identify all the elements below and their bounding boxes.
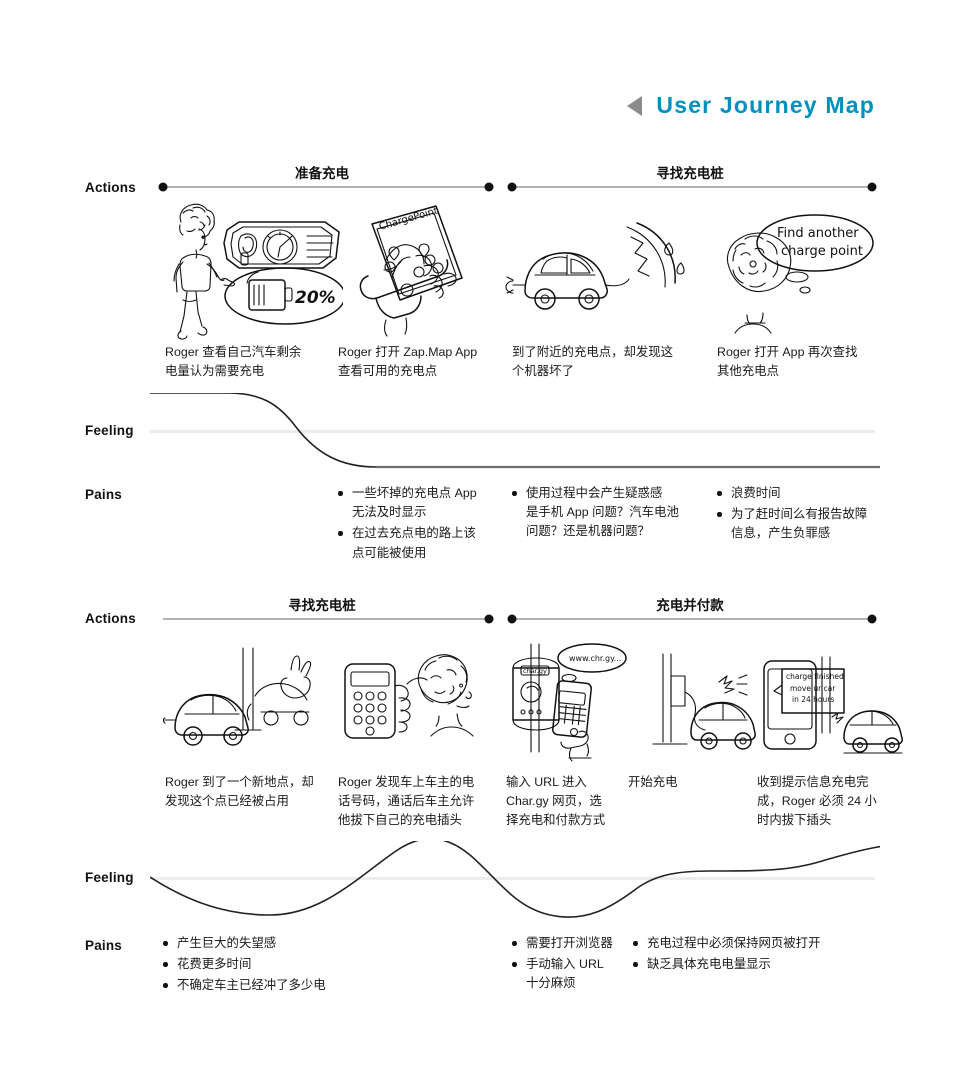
illustration-person-checking-dashboard: 20% bbox=[163, 200, 343, 340]
timeline-dot-r1-start bbox=[158, 182, 168, 192]
pain-item: 手动输入 URL 十分麻烦 bbox=[512, 955, 622, 993]
feeling-curve-1 bbox=[150, 392, 950, 488]
pain-column-r2-c3: 需要打开浏览器 手动输入 URL 十分麻烦 bbox=[512, 934, 622, 996]
illustration-phone-notification-charge-finished: charge finished move ur car in 24 hours bbox=[760, 655, 910, 767]
feeling-curve-2 bbox=[149, 837, 951, 936]
timeline-dot-r2-p1-end bbox=[484, 614, 494, 624]
pain-item: 花费更多时间 bbox=[163, 955, 383, 974]
pain-item: 充电过程中必须保持网页被打开 bbox=[633, 934, 883, 953]
pain-item: 需要打开浏览器 bbox=[512, 934, 622, 953]
step-caption-r2-s1: Roger 到了一个新地点，却 发现这个点已经被占用 bbox=[165, 775, 314, 809]
row-label-actions-2: Actions bbox=[85, 611, 136, 626]
timeline-dot-r1-p1-end bbox=[484, 182, 494, 192]
pain-item: 产生巨大的失望感 bbox=[163, 934, 383, 953]
page-header: User Journey Map bbox=[627, 92, 875, 119]
phase-title-r2-p2: 充电并付款 bbox=[656, 598, 724, 613]
timeline-r1-p2 bbox=[512, 186, 873, 188]
timeline-dot-r1-p2-start bbox=[507, 182, 517, 192]
illustration-thinking-find-another-charge-point: Find another charge point bbox=[705, 205, 880, 335]
page-title: User Journey Map bbox=[656, 92, 875, 118]
step-caption-r1-s2: Roger 打开 Zap.Map App 查看可用的充电点 bbox=[338, 345, 478, 379]
illustration-typing-url-at-charge-post: char.gy www.chr.gy... bbox=[495, 640, 630, 765]
pain-item: 不确定车主已经冲了多少电 bbox=[163, 976, 383, 995]
phase-title-r1-p1: 准备充电 bbox=[295, 166, 349, 181]
row-label-pains-2: Pains bbox=[85, 938, 123, 953]
pain-item: 浪费时间 bbox=[717, 484, 892, 503]
row-label-feeling-2: Feeling bbox=[85, 870, 134, 885]
row-label-actions-1: Actions bbox=[85, 180, 136, 195]
feeling-baseline-2 bbox=[150, 877, 875, 880]
pain-item: 缺乏具体充电电量显示 bbox=[633, 955, 883, 974]
phase-title-r2-p1: 寻找充电桩 bbox=[288, 598, 356, 613]
step-caption-r2-s5: 收到提示信息充电完 成，Roger 必须 24 小 时内拔下插头 bbox=[757, 775, 877, 828]
pain-item: 使用过程中会产生疑惑感 是手机 App 问题？汽车电池 问题？还是机器问题？ bbox=[512, 484, 697, 542]
pain-column-r1-c4: 浪费时间 为了赶时间么有报告故障 信息，产生负罪感 bbox=[717, 484, 892, 546]
battery-percent-label: 20% bbox=[295, 288, 336, 308]
illustration-calling-owner bbox=[335, 640, 495, 760]
timeline-dot-r1-end bbox=[867, 182, 877, 192]
feeling-baseline-1 bbox=[150, 430, 875, 433]
illustration-car-charging bbox=[645, 648, 760, 763]
chargepoint-label: ChargePoint bbox=[378, 206, 439, 233]
row-label-pains-1: Pains bbox=[85, 487, 123, 502]
notify-line-3: in 24 hours bbox=[792, 695, 834, 704]
row-label-feeling-1: Feeling bbox=[85, 423, 134, 438]
pain-column-r2-c1: 产生巨大的失望感 花费更多时间 不确定车主已经冲了多少电 bbox=[163, 934, 383, 998]
charge-post-label: char.gy bbox=[523, 667, 547, 675]
step-caption-r1-s4: Roger 打开 App 再次查找 其他充电点 bbox=[717, 345, 858, 379]
illustration-car-at-occupied-charge-point bbox=[163, 640, 338, 760]
pain-item: 在过去充点电的路上该 点可能被使用 bbox=[338, 524, 503, 562]
step-caption-r1-s3: 到了附近的充电点，却发现这 个机器坏了 bbox=[512, 345, 674, 379]
notify-line-1: charge finished bbox=[786, 672, 844, 681]
step-caption-r2-s3: 输入 URL 进入 Char.gy 网页，选 择充电和付款方式 bbox=[506, 775, 606, 828]
step-caption-r1-s1: Roger 查看自己汽车剩余 电量认为需要充电 bbox=[165, 345, 302, 379]
step-caption-r2-s2: Roger 发现车上车主的电 话号码，通话后车主允许 他拔下自己的充电插头 bbox=[338, 775, 475, 828]
back-triangle-icon[interactable] bbox=[627, 95, 643, 116]
pain-column-r2-c4: 充电过程中必须保持网页被打开 缺乏具体充电电量显示 bbox=[633, 934, 883, 976]
timeline-r2-p2 bbox=[512, 618, 873, 620]
timeline-dot-r2-p2-start bbox=[507, 614, 517, 624]
step-caption-r2-s4: 开始充电 bbox=[628, 775, 678, 789]
timeline-dot-r2-end bbox=[867, 614, 877, 624]
phase-title-r1-p2: 寻找充电桩 bbox=[656, 166, 724, 181]
url-bubble-text: www.chr.gy... bbox=[569, 654, 621, 663]
timeline-r1-p1 bbox=[163, 186, 490, 188]
illustration-car-at-broken-charge-point bbox=[505, 215, 700, 330]
bubble-line-1: Find another bbox=[777, 226, 859, 241]
pain-column-r1-c2: 一些坏掉的充电点 App 无法及时显示 在过去充点电的路上该 点可能被使用 bbox=[338, 484, 503, 565]
bubble-line-2: charge point bbox=[781, 244, 863, 259]
illustration-hand-holding-phone-chargepoint: ChargePoint bbox=[350, 200, 500, 340]
pain-item: 一些坏掉的充电点 App 无法及时显示 bbox=[338, 484, 503, 522]
pain-item: 为了赶时间么有报告故障 信息，产生负罪感 bbox=[717, 505, 892, 543]
timeline-r2-p1 bbox=[163, 618, 490, 620]
notify-line-2: move ur car bbox=[790, 684, 836, 693]
pain-column-r1-c3: 使用过程中会产生疑惑感 是手机 App 问题？汽车电池 问题？还是机器问题？ bbox=[512, 484, 697, 544]
